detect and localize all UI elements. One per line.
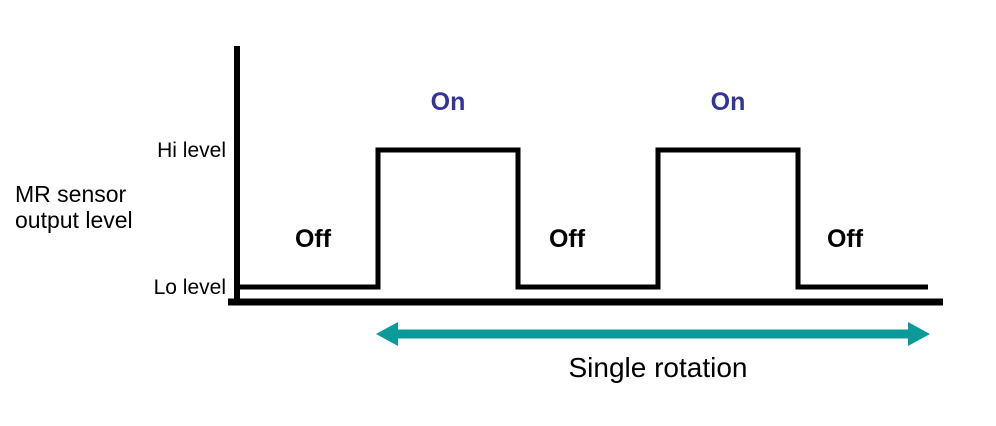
state-label-off-1: Off — [294, 225, 332, 253]
state-label-on-2: On — [710, 88, 746, 116]
state-label-on-1: On — [430, 88, 466, 116]
single-rotation-arrow — [376, 322, 930, 346]
single-rotation-caption: Single rotation — [568, 352, 748, 383]
hi-level-label: Hi level — [157, 139, 226, 162]
state-label-off-2: Off — [548, 225, 586, 253]
signal-waveform — [240, 147, 928, 290]
y-axis-title: MR sensor output level — [15, 181, 133, 233]
state-label-off-3: Off — [826, 225, 864, 253]
lo-level-label: Lo level — [153, 276, 226, 299]
